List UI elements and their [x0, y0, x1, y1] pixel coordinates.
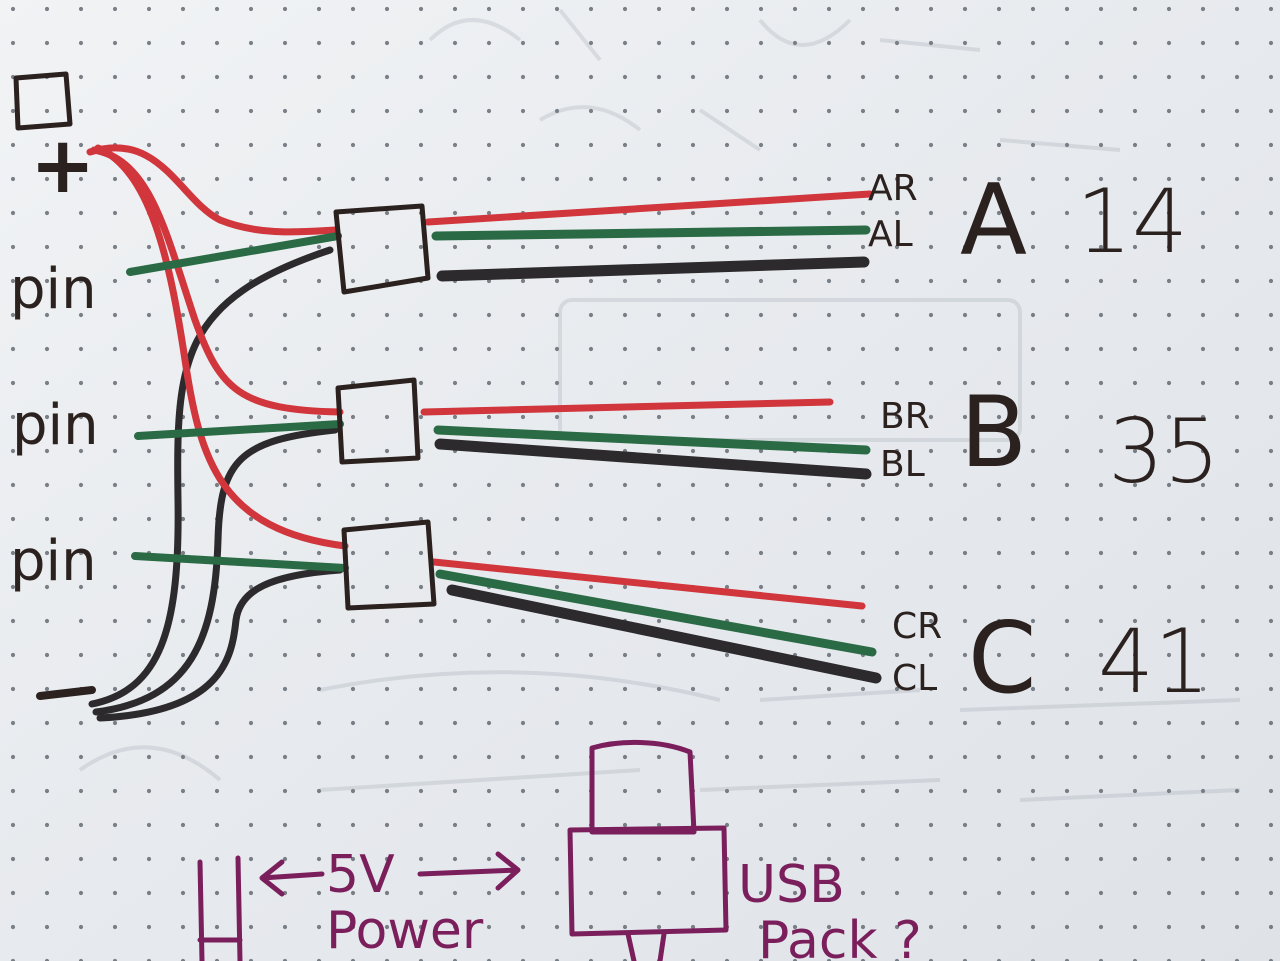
- pin-label-1: pin: [10, 257, 97, 322]
- usb-pack-body: [567, 825, 729, 937]
- connector-a: [333, 203, 431, 295]
- plus-terminal-label: +: [30, 121, 95, 211]
- out-black-c: [446, 584, 882, 684]
- red-wire-to-c: [94, 144, 349, 550]
- red-wire-to-a: [86, 144, 339, 236]
- usb-label: USB: [738, 855, 845, 915]
- green-pin-wire-a: [126, 232, 342, 276]
- out-red-c: [430, 558, 866, 610]
- usb-pack-label: Pack ?: [758, 911, 922, 961]
- channel-b-number: 35: [1108, 400, 1220, 503]
- power-plug-symbol: [197, 855, 243, 961]
- out-green-c: [435, 569, 877, 657]
- out-green-b: [433, 425, 871, 455]
- power-section: [197, 739, 729, 961]
- channel-c-number: 41: [1098, 610, 1210, 713]
- pin-label-3: pin: [10, 529, 97, 594]
- connector-b: [335, 377, 421, 465]
- top-square-symbol: [13, 71, 73, 131]
- out-red-b: [420, 398, 834, 416]
- out-black-a: [436, 256, 870, 282]
- green-pin-wire-c: [131, 552, 349, 572]
- red-wire-to-b: [90, 146, 344, 416]
- black-wire-to-b: [92, 426, 339, 716]
- channel-a-left-label: AL: [868, 214, 913, 255]
- power-voltage-label: 5V: [326, 845, 395, 905]
- wire-bundle: [86, 144, 882, 722]
- pin-label-2: pin: [12, 393, 99, 458]
- black-wire-to-a: [88, 246, 334, 708]
- channel-a-number: 14: [1076, 170, 1188, 273]
- channel-c-letter: C: [968, 602, 1036, 716]
- out-red-a: [424, 190, 874, 226]
- usb-pack-port: [625, 931, 667, 961]
- green-pin-wire-b: [134, 420, 344, 440]
- double-arrow: [259, 851, 521, 897]
- channel-a-red-label: AR: [868, 168, 918, 209]
- usb-pack-top: [589, 739, 697, 835]
- channel-c-red-label: CR: [892, 606, 942, 647]
- black-wire-to-c: [96, 566, 344, 722]
- channel-b-letter: B: [960, 376, 1027, 490]
- power-label: Power: [326, 901, 484, 961]
- out-green-a: [431, 225, 871, 241]
- channel-b-left-label: BL: [880, 444, 925, 485]
- channel-a-letter: A: [960, 164, 1027, 278]
- channel-b-red-label: BR: [880, 396, 930, 437]
- channel-c-left-label: CL: [892, 658, 937, 699]
- connectors: [13, 71, 437, 611]
- bleed-through-marks: [78, 8, 1241, 802]
- out-black-b: [434, 438, 872, 480]
- connector-c: [341, 519, 437, 611]
- minus-terminal-mark: [36, 686, 96, 700]
